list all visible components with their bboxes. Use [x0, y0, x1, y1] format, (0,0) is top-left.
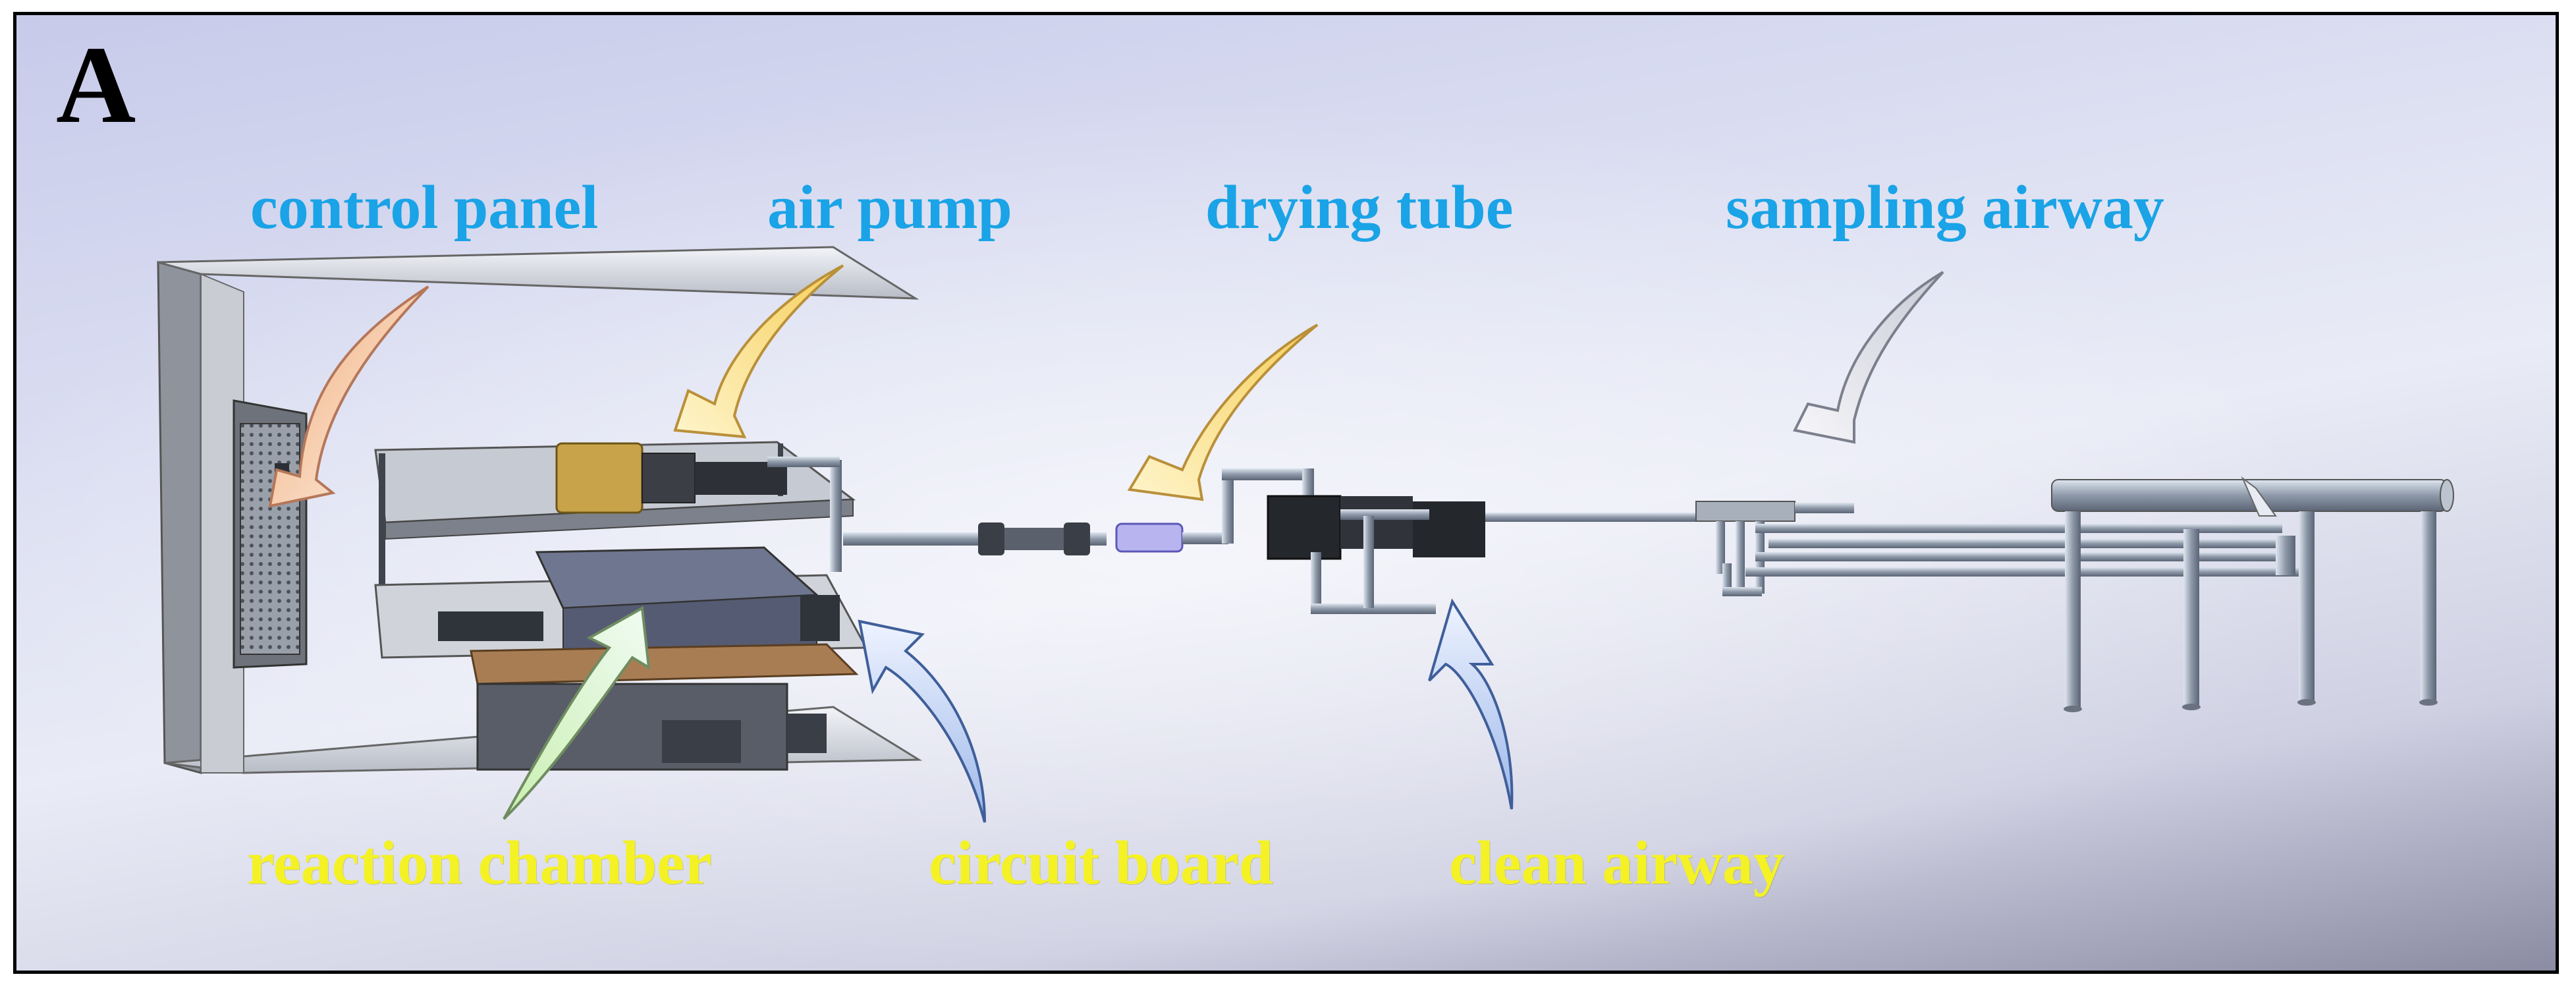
figure-frame: A control panel air pump drying tube sam…	[13, 12, 2559, 974]
label-clean-airway: clean airway	[1449, 829, 1785, 897]
device-illustration	[157, 246, 2454, 823]
main-tube	[2051, 476, 2454, 712]
drying-tube-arrow-icon	[1127, 324, 1319, 501]
control-panel-box	[233, 399, 308, 669]
air-pump-arrow-icon	[673, 264, 844, 439]
panel-letter: A	[56, 24, 136, 146]
label-circuit-board: circuit board	[929, 829, 1274, 897]
valve-assembly	[1267, 495, 1709, 614]
outlet-pipes	[767, 457, 1314, 572]
sampling-manifold	[1695, 501, 2299, 596]
label-air-pump: air pump	[767, 173, 1012, 242]
circuit-board	[470, 643, 859, 771]
label-reaction-chamber: reaction chamber	[247, 829, 712, 897]
label-drying-tube: drying tube	[1205, 173, 1514, 242]
sampling-airway-arrow-icon	[1793, 271, 1944, 444]
reaction-chamber-arrow-icon	[503, 606, 651, 820]
clean-airway-arrow-icon	[1428, 598, 1514, 810]
label-control-panel: control panel	[250, 173, 599, 242]
control-panel-arrow-icon	[268, 285, 429, 508]
upper-tray	[374, 441, 856, 611]
label-sampling-airway: sampling airway	[1726, 173, 2164, 242]
circuit-board-arrow-icon	[858, 619, 986, 823]
